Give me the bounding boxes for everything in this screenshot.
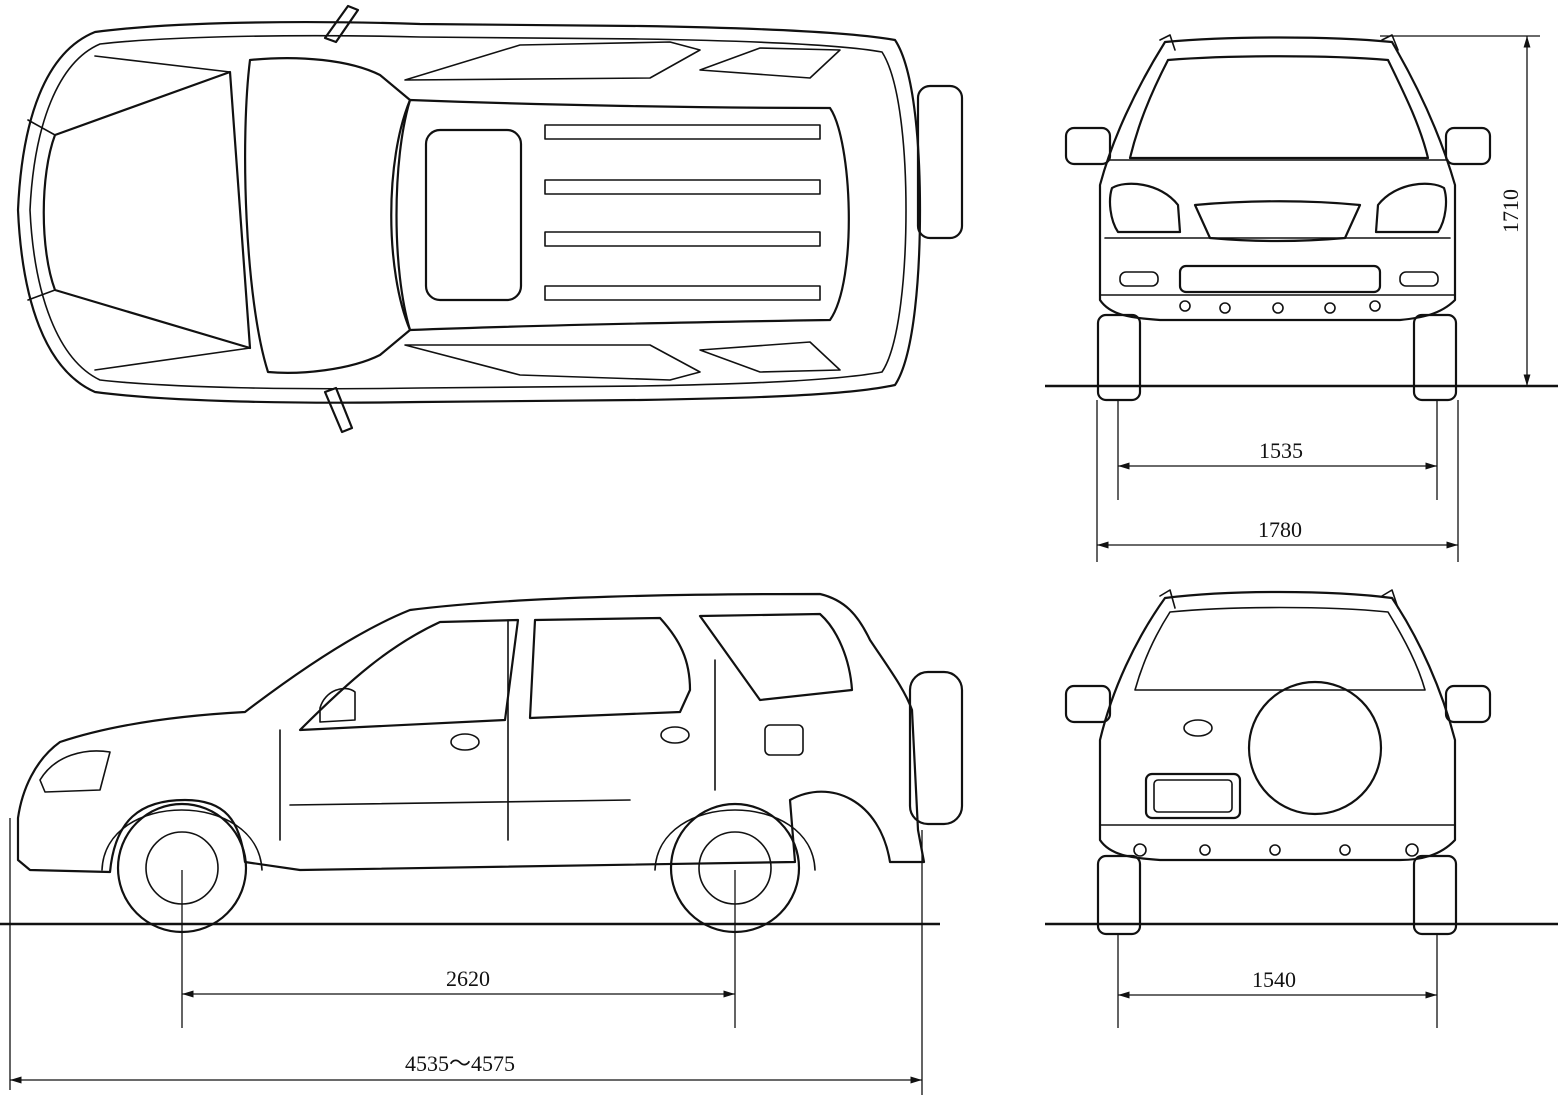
side-view (0, 592, 964, 934)
dimension-rear-track: 1540 (1117, 934, 1438, 1028)
front-view (1045, 34, 1558, 402)
rear-view (1045, 589, 1558, 936)
overall-length-label: 4535～4575 (405, 1051, 515, 1076)
overall-width-label: 1780 (1258, 517, 1302, 542)
dimension-overall-length: 4535～4575 (9, 818, 923, 1095)
wheelbase-label: 2620 (446, 966, 490, 991)
front-track-label: 1535 (1259, 438, 1303, 463)
height-label: 1710 (1498, 189, 1523, 233)
dimension-height: 1710 (1380, 35, 1540, 386)
rear-track-label: 1540 (1252, 967, 1296, 992)
dimension-wheelbase: 2620 (181, 870, 736, 1028)
dimension-overall-width: 1780 (1096, 400, 1459, 562)
dimension-front-track: 1535 (1117, 400, 1438, 500)
top-view (16, 4, 964, 434)
